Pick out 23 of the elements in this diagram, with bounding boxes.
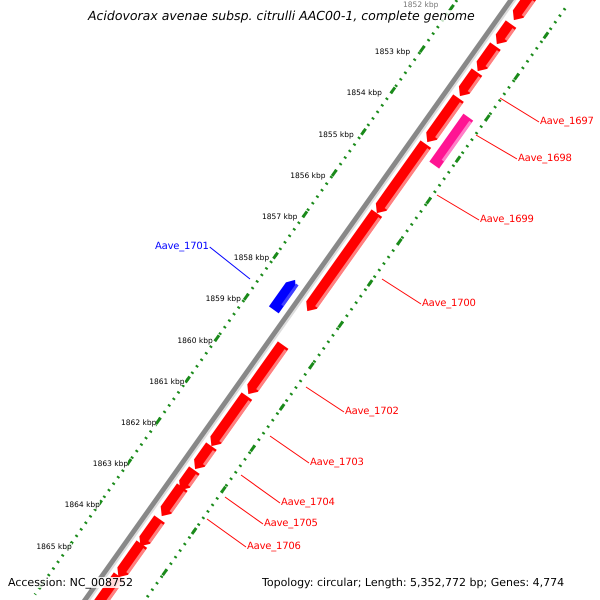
- gene-label: Aave_1697: [540, 117, 594, 127]
- leader-line: [240, 474, 280, 504]
- leader-line: [270, 436, 310, 464]
- leader-line: [476, 134, 518, 160]
- gene-label: Aave_1706: [247, 542, 301, 552]
- gene-label: Aave_1698: [518, 154, 572, 164]
- leader-line: [224, 496, 264, 524]
- leader-line: [306, 386, 344, 412]
- leader-line: [436, 194, 480, 220]
- accession-text: Accession: NC_008752: [8, 577, 134, 588]
- gene-label: Aave_1703: [310, 458, 364, 468]
- leader-line: [206, 518, 246, 548]
- gene-label: Aave_1704: [281, 498, 335, 508]
- title: Acidovorax avenae subsp. citrulli AAC00-1, complete genome: [88, 10, 475, 22]
- leader-line: [382, 278, 422, 304]
- leader-line: [500, 98, 540, 122]
- genome-info-text: Topology: circular; Length: 5,352,772 bp; Genes: 4,774: [262, 577, 564, 588]
- gene-label: Aave_1700: [422, 299, 476, 309]
- gene-label: Aave_1699: [480, 215, 534, 225]
- leader-line: [209, 246, 250, 280]
- gene-label: Aave_1702: [345, 407, 399, 417]
- gene-label: Aave_1705: [264, 519, 318, 529]
- gene-label: Aave_1701: [155, 242, 209, 252]
